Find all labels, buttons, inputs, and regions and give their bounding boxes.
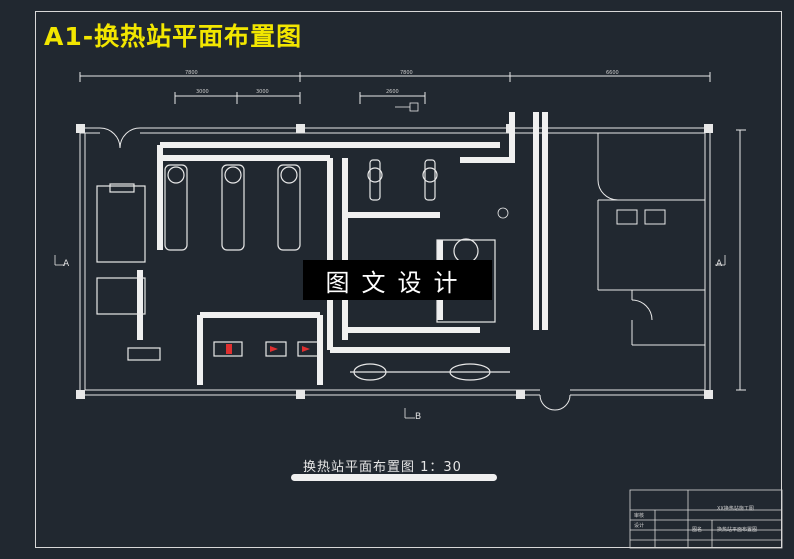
- sheet-border: [35, 11, 782, 548]
- pipe-markers: [54, 102, 726, 419]
- svg-text:2600: 2600: [386, 89, 399, 95]
- sheet-title: A1-换热站平面布置图: [44, 22, 303, 51]
- dimension-lines: 7800 7800 6600 3000 3000 2600: [79, 70, 746, 391]
- section-mark-bottom: B: [415, 412, 422, 422]
- title-block-project: XX换热站施工图: [717, 506, 754, 512]
- title-block-drawing-label: 图名: [692, 527, 703, 533]
- red-valve-markers: [226, 344, 310, 354]
- svg-text:7800: 7800: [400, 70, 413, 76]
- title-block-row-2: 设计: [634, 523, 645, 529]
- plan-caption: 换热站平面布置图 1：30: [303, 460, 462, 475]
- caption-underline: [291, 474, 497, 481]
- title-block-row-1: 审核: [634, 513, 645, 519]
- section-mark-left: A: [63, 259, 70, 269]
- watermark: 图文设计: [303, 260, 492, 300]
- svg-text:3000: 3000: [256, 89, 269, 95]
- svg-text:6600: 6600: [606, 70, 619, 76]
- title-block-drawing-name: 换热站平面布置图: [717, 527, 758, 533]
- circulation-pumps: [127, 341, 510, 381]
- plate-heat-exchangers: [164, 159, 438, 251]
- main-pipelines: [137, 112, 548, 385]
- building-walls: [79, 127, 711, 411]
- section-mark-right: A: [716, 259, 723, 269]
- svg-text:7800: 7800: [185, 70, 198, 76]
- svg-text:3000: 3000: [196, 89, 209, 95]
